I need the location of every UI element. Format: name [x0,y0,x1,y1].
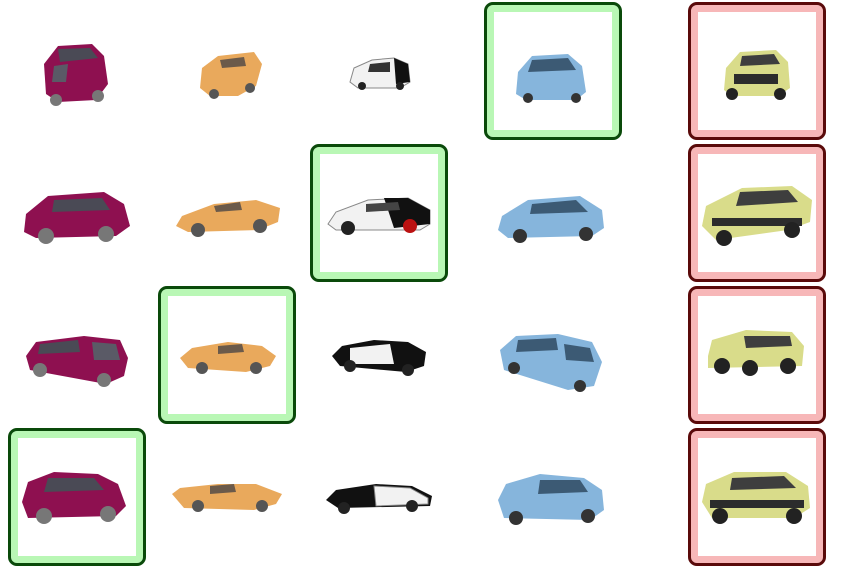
black-white-coupe-icon [327,197,431,235]
blue-hatchback-icon [498,196,604,243]
cell-r2-c0[interactable] [8,286,146,424]
cell-r3-c4[interactable] [688,428,826,566]
cell-r0-c4[interactable] [688,2,826,140]
cell-r2-c4[interactable] [688,286,826,424]
magenta-minivan-icon [26,336,128,387]
orange-sports-car-icon [200,52,262,99]
orange-sports-car-icon [176,200,280,237]
yellow-suv-icon [702,186,812,246]
cell-r1-c0[interactable] [8,144,146,282]
cell-r2-c1[interactable] [158,286,296,424]
cell-r2-c3[interactable] [484,286,622,424]
cell-r1-c3[interactable] [484,144,622,282]
blue-hatchback-icon [500,334,602,392]
cell-r0-c0[interactable] [8,2,146,140]
black-white-coupe-icon [349,57,411,90]
cell-r3-c2[interactable] [310,428,448,566]
black-white-coupe-icon [326,484,432,514]
magenta-minivan-icon [22,472,126,524]
cell-r1-c4[interactable] [688,144,826,282]
cell-r0-c2[interactable] [310,2,448,140]
blue-hatchback-icon [498,474,604,525]
magenta-minivan-icon [44,44,108,106]
cell-r3-c3[interactable] [484,428,622,566]
cell-r3-c1[interactable] [158,428,296,566]
cell-r1-c1[interactable] [158,144,296,282]
cell-r2-c2[interactable] [310,286,448,424]
orange-sports-car-icon [180,342,276,374]
yellow-suv-icon [702,472,810,524]
cell-r1-c2[interactable] [310,144,448,282]
cell-r3-c0[interactable] [8,428,146,566]
cell-r0-c1[interactable] [158,2,296,140]
blue-hatchback-icon [516,54,586,103]
yellow-suv-icon [724,50,790,100]
black-white-coupe-icon [332,340,426,376]
orange-sports-car-icon [172,484,282,512]
cell-r0-c3[interactable] [484,2,622,140]
magenta-minivan-icon [24,192,130,244]
yellow-suv-icon [708,330,804,376]
